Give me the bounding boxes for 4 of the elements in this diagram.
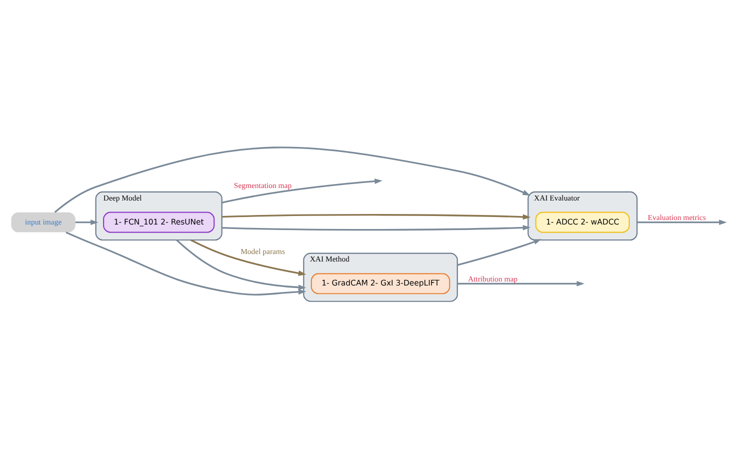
edge-label: Evaluation metrics bbox=[648, 212, 706, 222]
edge-label: Model params bbox=[240, 246, 285, 256]
edge-label: Segmentation map bbox=[234, 180, 292, 190]
edge-label: Attribution map bbox=[468, 274, 518, 284]
